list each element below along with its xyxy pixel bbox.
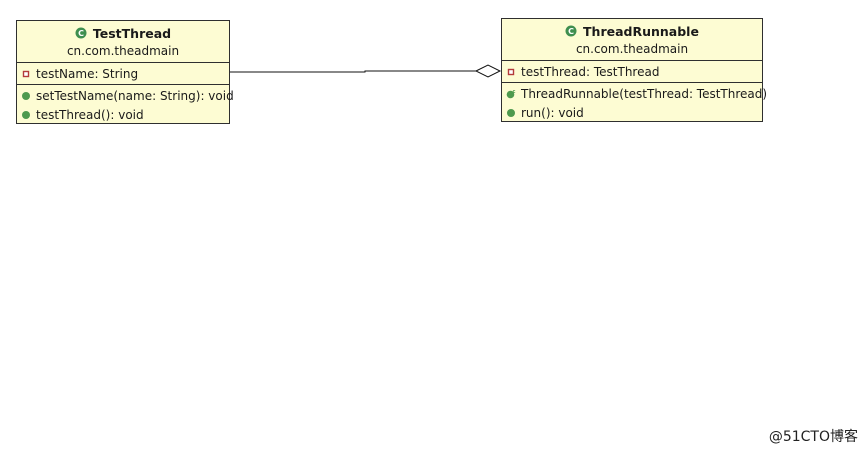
- class-name: TestThread: [92, 25, 172, 41]
- operations-section: c ThreadRunnable(testThread: TestThread)…: [502, 83, 767, 123]
- operations-section: setTestName(name: String): void testThre…: [17, 85, 234, 125]
- watermark: @51CTO博客: [768, 429, 858, 445]
- class-package: cn.com.theadmain: [66, 44, 180, 58]
- operation-row[interactable]: run(): void: [506, 103, 758, 122]
- public-method-icon: [507, 108, 515, 117]
- private-field-icon: [22, 70, 30, 77]
- operation-label: ThreadRunnable(testThread: TestThread): [521, 86, 768, 101]
- class-box-thread-runnable[interactable]: C ThreadRunnable cn.com.theadmain testTh…: [501, 18, 767, 123]
- attributes-section: testName: String: [17, 63, 229, 85]
- class-icon: C: [75, 27, 87, 39]
- aggregation-line: [230, 70, 476, 73]
- attribute-label: testThread: TestThread: [521, 64, 660, 79]
- operation-row[interactable]: c ThreadRunnable(testThread: TestThread): [506, 84, 767, 103]
- attribute-row[interactable]: testName: String: [21, 64, 225, 83]
- class-name: ThreadRunnable: [583, 23, 699, 39]
- constructor-icon: c: [506, 89, 516, 98]
- svg-text:c: c: [513, 89, 516, 95]
- class-package: cn.com.theadmain: [575, 42, 689, 56]
- class-header: C ThreadRunnable cn.com.theadmain: [502, 19, 762, 61]
- public-method-icon: [22, 110, 30, 119]
- public-method-icon: [22, 91, 30, 100]
- private-field-icon: [507, 68, 515, 75]
- operation-label: testThread(): void: [36, 107, 144, 122]
- svg-text:C: C: [568, 27, 574, 36]
- attribute-row[interactable]: testThread: TestThread: [506, 62, 758, 81]
- attribute-label: testName: String: [36, 66, 139, 81]
- class-icon: C: [565, 25, 577, 37]
- operation-label: setTestName(name: String): void: [36, 88, 234, 103]
- operation-row[interactable]: setTestName(name: String): void: [21, 86, 234, 105]
- class-box-test-thread[interactable]: C TestThread cn.com.theadmain testName: …: [16, 20, 234, 125]
- class-header: C TestThread cn.com.theadmain: [17, 21, 229, 63]
- attributes-section: testThread: TestThread: [502, 61, 762, 83]
- operation-label: run(): void: [521, 105, 584, 120]
- svg-text:C: C: [78, 29, 84, 38]
- aggregation-diamond: [474, 64, 502, 78]
- operation-row[interactable]: testThread(): void: [21, 105, 225, 124]
